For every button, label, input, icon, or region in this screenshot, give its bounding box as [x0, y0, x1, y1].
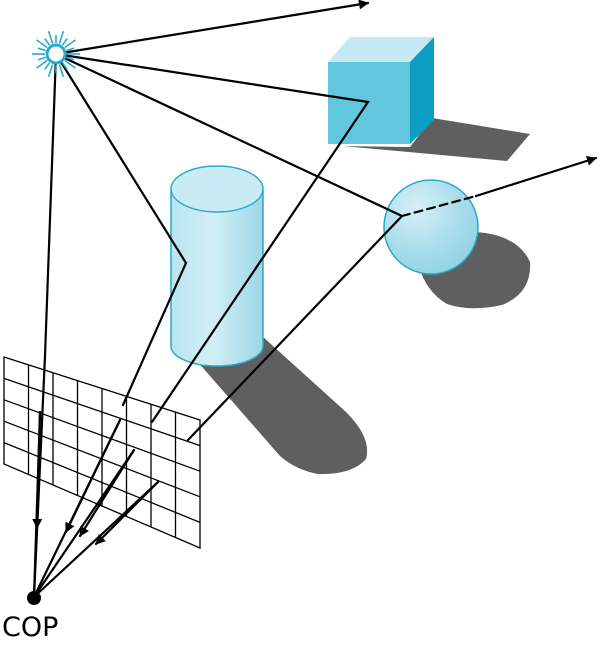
light-ray-spike — [47, 30, 54, 44]
image-plane-grid — [3, 356, 201, 549]
ray-fan-4 — [32, 480, 160, 599]
light-ray-spike — [66, 56, 75, 61]
cylinder-top — [170, 165, 264, 213]
cylinder-shadow — [196, 336, 368, 475]
cube-top-face — [328, 37, 434, 62]
grid-row-line — [3, 441, 201, 524]
cop-label: COP — [2, 612, 59, 643]
light-ray-spike — [37, 47, 46, 52]
ray-sphere-dashed — [400, 194, 478, 218]
cube — [328, 37, 434, 144]
ray-light-top — [54, 0, 370, 56]
cube-side-face — [410, 37, 434, 144]
ray-light-cylinder — [54, 52, 188, 407]
ray-light-down — [43, 52, 58, 358]
light-ray-spike — [36, 39, 48, 49]
light-ray-spike — [37, 56, 46, 61]
light-ray-spike — [61, 38, 68, 46]
light-ray-spike — [47, 64, 54, 78]
light-source-icon — [32, 30, 80, 78]
light-ray-spike — [66, 47, 75, 52]
cylinder — [170, 165, 264, 367]
ray-light-cube — [54, 52, 370, 424]
light-ray-spike — [64, 39, 76, 49]
light-ray-spike — [61, 62, 68, 70]
light-ray-spike — [58, 30, 65, 44]
light-ray-spike — [58, 64, 65, 78]
ray-fan-3 — [32, 448, 136, 599]
rays — [32, 0, 598, 599]
cube-front-face — [328, 62, 410, 144]
cylinder-outline — [170, 190, 264, 367]
ray-fan-5 — [32, 354, 47, 599]
light-ray-spike — [64, 59, 76, 69]
cube-shadow — [343, 118, 530, 161]
grid-row-line — [3, 399, 201, 472]
cop-point-icon — [27, 591, 41, 605]
light-ray-spike — [44, 38, 51, 46]
light-ray-spike — [36, 59, 48, 69]
ray-fan-2 — [32, 418, 122, 599]
ray-sphere-out — [474, 155, 598, 198]
light-ray-spike — [44, 62, 51, 70]
grid-row-line — [3, 377, 201, 447]
sphere — [383, 179, 479, 275]
cylinder-body — [171, 190, 263, 366]
